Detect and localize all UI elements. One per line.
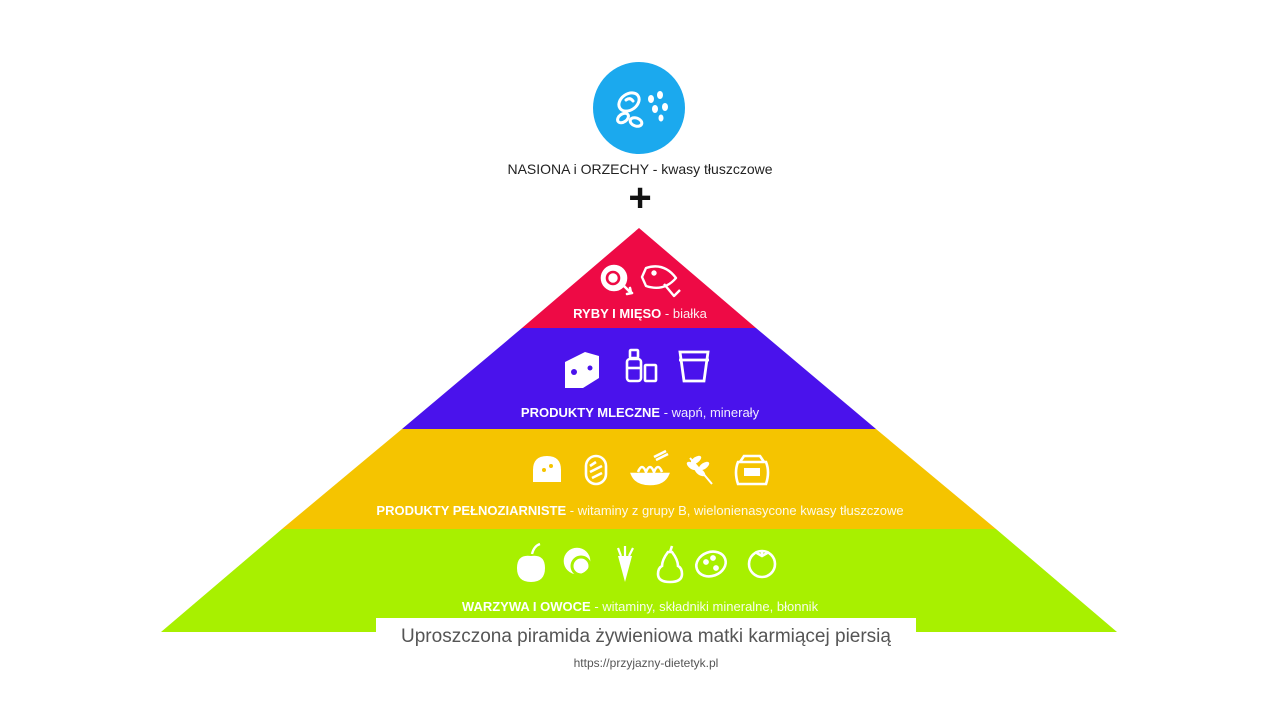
tier-desc: - witaminy z grupy B, wielonienasycone k… [569,503,904,518]
plus-sign: + [628,176,652,220]
tier-name: WARZYWA I OWOCE [461,599,591,614]
caption-url: https://przyjazny-dietetyk.pl [573,656,719,670]
top-label: NASIONA i ORZECHY - kwasy tłuszczowe [440,161,840,177]
apple-icon [517,542,545,582]
tier-name: RYBY I MIĘSO [573,306,662,321]
top-name: NASIONA i ORZECHY [507,161,649,177]
caption-title: Uproszczona piramida żywieniowa matki ka… [401,626,891,647]
tier-desc: - białka [664,306,707,321]
tier-desc: - wapń, minerały [663,405,760,420]
tier-label-wholegrain: PRODUKTY PEŁNOZIARNISTE - witaminy z gru… [0,503,1280,518]
cheese-icon [565,352,599,388]
wheat-icon [686,455,713,485]
tomato-icon [747,549,777,579]
potato-icon [695,550,727,578]
bread-icon [533,456,561,482]
pear-icon [656,545,684,584]
baguette-icon [584,454,608,486]
tier-name: PRODUKTY MLECZNE [520,405,661,420]
tier-dairy [402,328,876,429]
tier-label-fish-meat: RYBY I MIĘSO - białka [0,306,1280,321]
tier-name: PRODUKTY PEŁNOZIARNISTE [376,503,567,518]
pasta-icon [630,449,670,486]
tier-label-vegetables-fruits: WARZYWA I OWOCE - witaminy, składniki mi… [0,599,1280,614]
milk-bottle-icon [625,348,658,383]
seeds-nuts-icon [616,91,668,128]
caption-box [376,618,916,658]
ham-icon [600,264,634,296]
tier-vegetables-fruits [161,529,1117,632]
top-desc: - kwasy tłuszczowe [652,161,773,177]
tier-fish-meat [522,228,756,328]
yogurt-cup-icon [678,350,710,383]
top-circle [593,62,685,154]
tier-desc: - witaminy, składniki mineralne, błonnik [594,599,819,614]
citrus-icon [563,547,592,577]
tier-label-dairy: PRODUKTY MLECZNE - wapń, minerały [0,405,1280,420]
fish-icon [640,265,681,298]
carrot-icon [616,546,634,582]
flour-sack-icon [734,454,770,486]
